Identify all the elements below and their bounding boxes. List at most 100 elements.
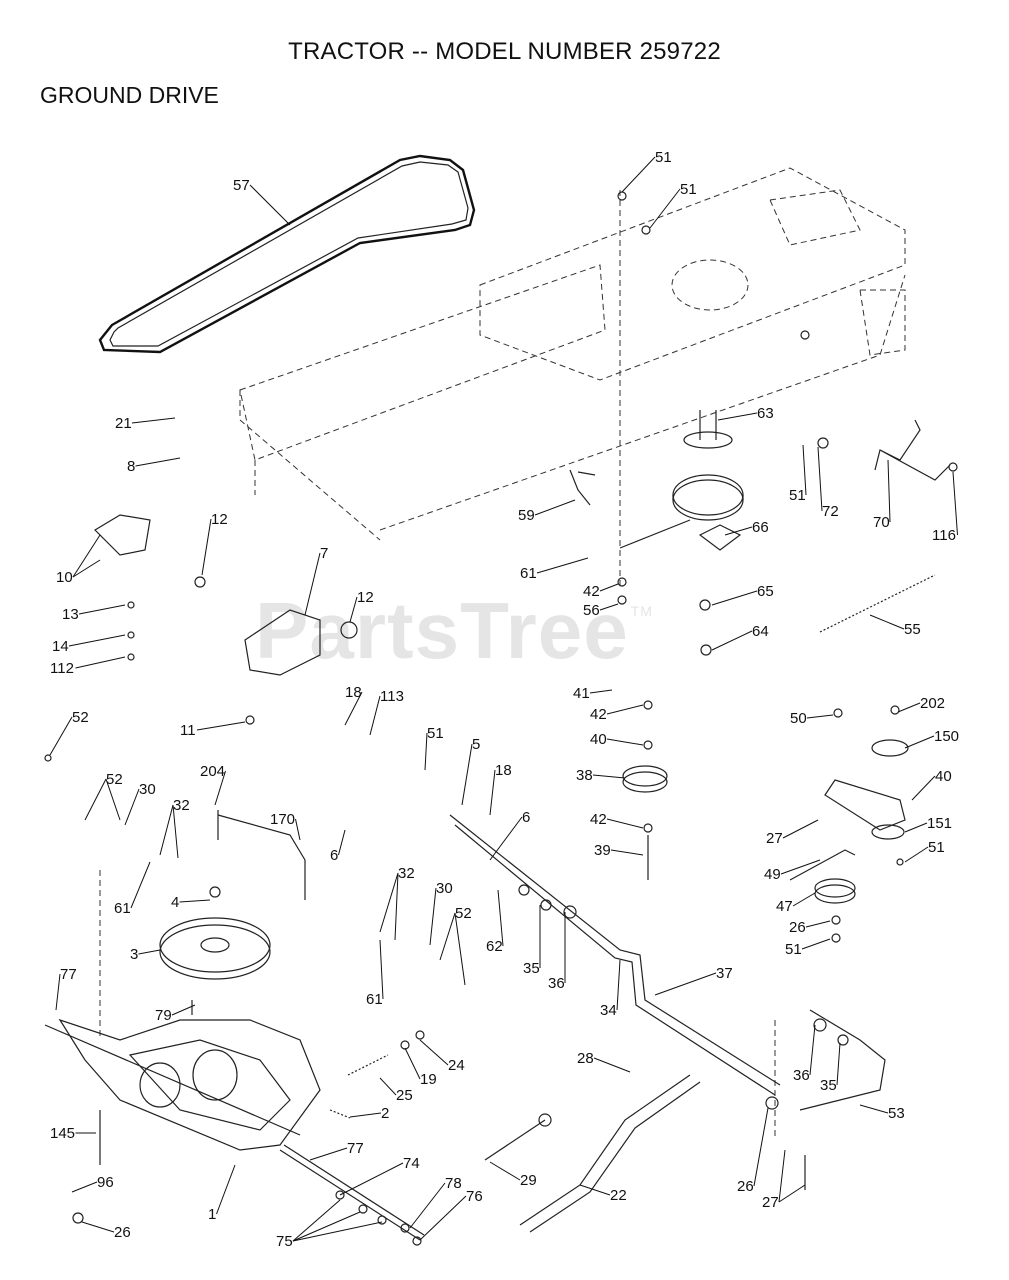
callout-6[interactable]: 6	[330, 829, 346, 864]
transaxle[interactable]	[44, 1018, 321, 1151]
callout-5[interactable]: 5	[461, 736, 480, 806]
return-spring[interactable]	[347, 1054, 389, 1076]
brake-rod[interactable]	[519, 1074, 701, 1233]
callout-40[interactable]: 40	[590, 731, 644, 748]
control-rod[interactable]	[484, 1113, 552, 1161]
callout-202[interactable]: 202	[897, 695, 945, 713]
callout-21[interactable]: 21	[115, 415, 176, 432]
callout-35[interactable]: 35	[523, 905, 541, 977]
callout-96[interactable]: 96	[71, 1174, 114, 1193]
callout-51[interactable]: 51	[785, 938, 831, 958]
callout-78[interactable]: 78	[409, 1175, 462, 1229]
callout-6[interactable]: 6	[489, 809, 530, 861]
shift-rod[interactable]	[217, 810, 306, 900]
callout-40[interactable]: 40	[911, 768, 952, 801]
callout-51[interactable]: 51	[789, 444, 807, 504]
callout-66[interactable]: 66	[724, 519, 769, 536]
callout-59[interactable]: 59	[518, 499, 576, 524]
callout-10[interactable]: 10	[56, 534, 101, 586]
callout-112[interactable]: 112	[50, 656, 126, 677]
callout-57[interactable]: 57	[233, 177, 291, 226]
callout-42[interactable]: 42	[583, 583, 619, 600]
callout-145[interactable]: 145	[50, 1125, 96, 1142]
callout-70[interactable]: 70	[873, 459, 891, 531]
callout-77[interactable]: 77	[55, 966, 77, 1011]
callout-7[interactable]: 7	[304, 545, 328, 616]
idler-arm[interactable]	[824, 739, 909, 840]
belt-guide[interactable]	[569, 469, 596, 506]
callout-53[interactable]: 53	[859, 1104, 905, 1122]
callout-52[interactable]: 52	[84, 771, 123, 821]
idler-pulley-small[interactable]	[789, 849, 856, 904]
callout-61[interactable]: 61	[520, 557, 589, 582]
callout-151[interactable]: 151	[904, 815, 952, 833]
callout-51[interactable]: 51	[649, 181, 697, 229]
callout-42[interactable]: 42	[590, 811, 644, 829]
callout-27[interactable]: 27	[766, 819, 819, 847]
callout-12[interactable]: 12	[201, 511, 228, 576]
callout-74[interactable]: 74	[339, 1155, 420, 1196]
callout-170[interactable]: 170	[270, 811, 301, 841]
callout-47[interactable]: 47	[776, 892, 816, 915]
callout-52[interactable]: 52	[439, 905, 472, 986]
idler-pulley[interactable]	[622, 765, 668, 793]
bracket[interactable]	[874, 419, 951, 481]
callout-2[interactable]: 2	[349, 1105, 389, 1122]
callout-72[interactable]: 72	[817, 446, 839, 520]
callout-51[interactable]: 51	[904, 839, 945, 863]
callout-30[interactable]: 30	[124, 781, 156, 826]
callout-65[interactable]: 65	[711, 583, 774, 606]
callout-76[interactable]: 76	[419, 1188, 483, 1241]
callout-19[interactable]: 19	[404, 1047, 437, 1088]
callout-3[interactable]: 3	[130, 946, 161, 963]
callout-49[interactable]: 49	[764, 859, 821, 883]
callout-26[interactable]: 26	[81, 1221, 131, 1241]
callout-25[interactable]: 25	[379, 1077, 413, 1104]
callout-61[interactable]: 61	[114, 861, 151, 917]
callout-11[interactable]: 11	[180, 721, 246, 739]
transmission-pulley[interactable]	[159, 917, 271, 980]
callout-39[interactable]: 39	[594, 842, 644, 859]
callout-26[interactable]: 26	[789, 919, 831, 936]
callout-36[interactable]: 36	[793, 1024, 816, 1084]
callout-22[interactable]: 22	[579, 1184, 627, 1204]
callout-8[interactable]: 8	[127, 457, 181, 475]
callout-51[interactable]: 51	[621, 149, 672, 193]
idler-bracket[interactable]	[619, 519, 742, 551]
callout-34[interactable]: 34	[600, 959, 621, 1019]
callout-18[interactable]: 18	[344, 684, 363, 726]
callout-13[interactable]: 13	[62, 604, 126, 623]
drive-belt[interactable]	[98, 154, 476, 354]
callout-77[interactable]: 77	[309, 1140, 364, 1161]
callout-150[interactable]: 150	[904, 728, 959, 749]
callout-1[interactable]: 1	[208, 1164, 236, 1223]
callout-32[interactable]: 32	[379, 865, 415, 941]
callout-61[interactable]: 61	[366, 939, 384, 1008]
callout-27[interactable]: 27	[762, 1149, 806, 1211]
callout-35[interactable]: 35	[820, 1042, 841, 1094]
callout-4[interactable]: 4	[171, 894, 211, 911]
callout-32[interactable]: 32	[159, 797, 190, 859]
callout-37[interactable]: 37	[654, 965, 733, 996]
callout-14[interactable]: 14	[52, 634, 126, 655]
belt-guide-front[interactable]	[94, 514, 151, 556]
spring[interactable]	[819, 574, 936, 633]
callout-24[interactable]: 24	[419, 1039, 465, 1074]
callout-116[interactable]: 116	[932, 471, 958, 544]
callout-26[interactable]: 26	[737, 1107, 769, 1195]
callout-18[interactable]: 18	[489, 762, 512, 816]
callout-30[interactable]: 30	[429, 880, 453, 946]
linkage-rod[interactable]	[799, 1009, 886, 1111]
callout-63[interactable]: 63	[717, 405, 774, 422]
callout-12[interactable]: 12	[349, 589, 374, 623]
callout-28[interactable]: 28	[577, 1050, 631, 1073]
callout-36[interactable]: 36	[548, 912, 566, 992]
axle[interactable]	[279, 1144, 425, 1241]
pivot-bracket[interactable]	[244, 609, 321, 676]
engine-pulley[interactable]	[672, 410, 744, 521]
callout-55[interactable]: 55	[869, 614, 921, 638]
callout-41[interactable]: 41	[573, 685, 613, 702]
callout-64[interactable]: 64	[711, 623, 769, 651]
callout-38[interactable]: 38	[576, 767, 626, 784]
callout-52[interactable]: 52	[49, 709, 89, 756]
